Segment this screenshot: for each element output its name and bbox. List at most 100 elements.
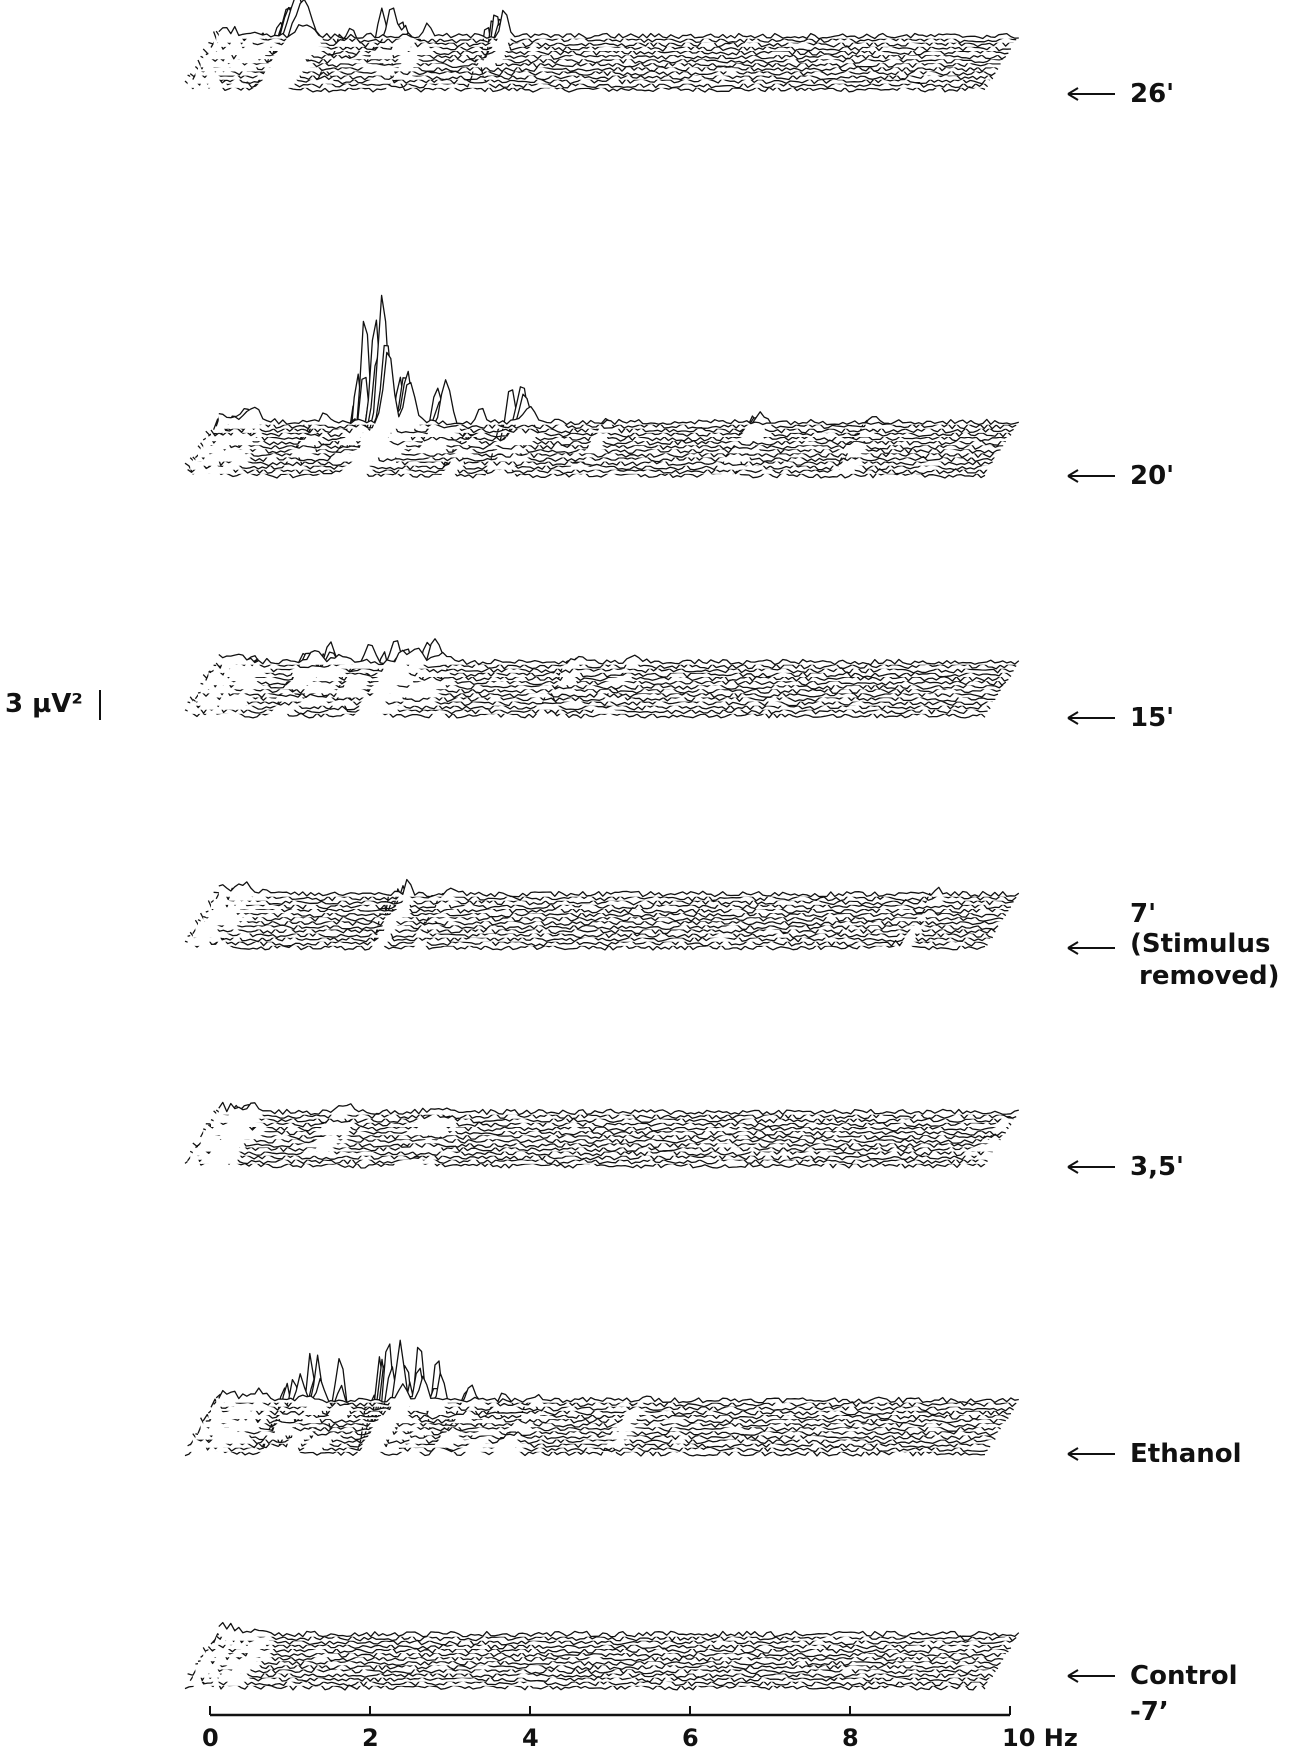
panel-label: 15' — [1130, 703, 1174, 733]
spectrum-trace — [197, 903, 999, 931]
spectrum-trace — [215, 1628, 1017, 1642]
spectrum-trace — [208, 11, 1009, 56]
trace-fill — [213, 892, 1014, 905]
spectrum-trace — [218, 1621, 1020, 1638]
trace-fill — [192, 904, 993, 938]
spectrum-trace — [187, 58, 989, 89]
spectrum-trace — [218, 9, 1019, 40]
trace-fill — [205, 888, 1006, 918]
trace-fill — [208, 1366, 1009, 1420]
spectrum-trace — [205, 888, 1007, 918]
trace-fill — [208, 1118, 1009, 1132]
x-tick-label: 2 — [362, 1724, 379, 1752]
spectrum-trace — [215, 344, 1017, 430]
trace-fill — [218, 10, 1019, 39]
panel-sublabel: (Stimulus — [1130, 929, 1270, 959]
panel-5: 3,5' — [184, 1101, 1184, 1182]
spectrum-trace — [208, 645, 1009, 682]
spectrum-trace — [187, 1149, 988, 1165]
trace-fill — [190, 915, 991, 942]
spectrum-trace — [218, 647, 1020, 666]
trace-fill — [211, 0, 1011, 51]
spectrum-trace — [210, 0, 1012, 52]
trace-fill — [213, 8, 1014, 47]
spectrum-trace — [184, 928, 986, 951]
trace-fill — [216, 345, 1017, 429]
spectrum-trace — [197, 376, 999, 459]
spectrum-trace — [192, 903, 993, 939]
spectrum-trace — [212, 7, 1014, 48]
trace-fill — [218, 648, 1019, 665]
spectrum-trace — [210, 1357, 1012, 1416]
spectrum-trace — [215, 0, 1017, 44]
trace-fill — [198, 1654, 998, 1670]
trace-fill — [192, 1665, 993, 1678]
spectrum-trace — [205, 652, 1007, 686]
trace-fill — [190, 677, 991, 710]
trace-fill — [185, 929, 985, 950]
trace-fill — [205, 1110, 1006, 1136]
spectrum-trace — [200, 6, 1001, 69]
trace-fill — [187, 922, 988, 946]
spectrum-trace — [215, 887, 1017, 902]
x-tick-label: 8 — [842, 1724, 859, 1752]
trace-fill — [203, 1359, 1004, 1428]
trace-fill — [200, 1652, 1001, 1666]
trace-fill — [185, 63, 985, 92]
trace-fill — [213, 295, 1014, 433]
trace-fill — [187, 1673, 988, 1686]
spectrum-trace — [218, 351, 1019, 426]
panel-sublabel: removed) — [1130, 961, 1280, 991]
trace-fill — [190, 57, 991, 84]
spectrum-trace — [202, 380, 1004, 450]
panel-label: Control — [1130, 1661, 1237, 1691]
panel-7: Control-7’ — [184, 1621, 1237, 1727]
panel-3: 15' — [184, 638, 1174, 733]
spectrum-trace — [205, 7, 1007, 60]
trace-fill — [218, 1622, 1019, 1637]
spectrum-trace — [213, 1631, 1014, 1646]
spectrum-trace — [212, 294, 1014, 434]
x-tick-label: 0 — [202, 1724, 219, 1752]
spectrum-trace — [218, 1101, 1019, 1116]
spectrum-trace — [207, 899, 1009, 914]
spectrum-trace — [194, 320, 996, 463]
x-tick-label: 10 Hz — [1002, 1724, 1078, 1752]
arrow-head-icon — [1067, 1669, 1079, 1683]
panel-label: 3,5' — [1130, 1152, 1184, 1182]
trace-fill — [218, 352, 1019, 425]
panel-4: 7'(Stimulus removed) — [184, 878, 1280, 991]
trace-fill — [213, 1108, 1014, 1123]
spectrum-trace — [184, 63, 986, 93]
panel-2: 20' — [184, 294, 1174, 491]
scale-bar-label: 3 µV² — [5, 689, 83, 719]
spectrum-trace — [213, 1107, 1014, 1124]
spectrum-trace — [197, 7, 999, 73]
arrow-head-icon — [1067, 1447, 1079, 1461]
spectrum-trace — [215, 1339, 1017, 1408]
trace-fill — [216, 1629, 1017, 1641]
trace-fill — [218, 1376, 1019, 1403]
arrow-head-icon — [1067, 87, 1079, 101]
trace-fill — [216, 1340, 1017, 1407]
spectrum-trace — [218, 1375, 1019, 1404]
trace-fill — [211, 1638, 1011, 1649]
arrow-head-icon — [1067, 1160, 1079, 1174]
spectrum-trace — [197, 1358, 999, 1437]
trace-fill — [198, 903, 998, 930]
arrow-head-icon — [1067, 941, 1079, 955]
panel-label: Ethanol — [1130, 1439, 1242, 1469]
x-tick-label: 4 — [522, 1724, 539, 1752]
trace-fill — [216, 1104, 1017, 1119]
scale-bar: 3 µV² — [5, 689, 101, 720]
spectrum-trace — [192, 1664, 994, 1679]
spectrum-trace — [192, 21, 994, 81]
arrow-head-icon — [1067, 469, 1079, 483]
spectrum-trace — [210, 1637, 1012, 1650]
spectrum-trace — [202, 641, 1004, 690]
trace-fill — [216, 888, 1017, 901]
spectrum-trace — [189, 1668, 991, 1683]
trace-fill — [208, 900, 1009, 914]
